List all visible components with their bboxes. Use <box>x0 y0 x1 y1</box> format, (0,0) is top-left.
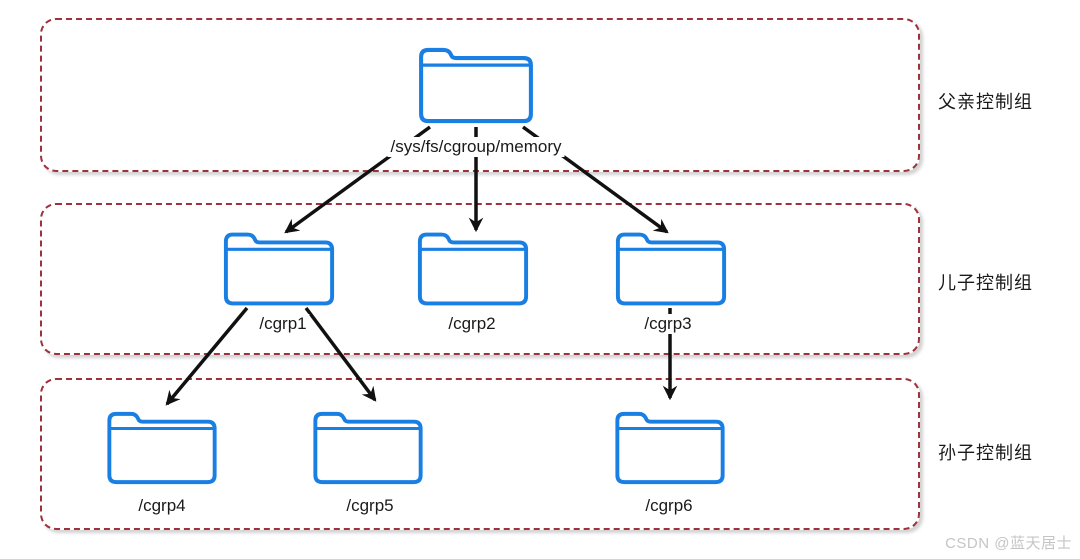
folder-root-label: /sys/fs/cgroup/memory <box>387 137 565 157</box>
folder-cgrp4 <box>102 409 222 487</box>
folder-cgrp3-label: /cgrp3 <box>641 314 695 334</box>
group-box-children <box>40 203 920 355</box>
folder-cgrp3 <box>612 229 730 309</box>
group-label-children: 儿子控制组 <box>938 273 1033 293</box>
folder-cgrp4-label: /cgrp4 <box>135 496 189 516</box>
folder-icon <box>417 232 529 306</box>
folder-icon <box>107 411 217 485</box>
folder-cgrp5-label: /cgrp5 <box>343 496 397 516</box>
group-label-grandchildren: 孙子控制组 <box>938 443 1033 463</box>
watermark: CSDN @蓝天居士 <box>945 535 1072 552</box>
folder-icon <box>223 232 335 306</box>
group-box-parent <box>40 18 920 172</box>
group-label-parent: 父亲控制组 <box>938 92 1033 112</box>
folder-icon <box>313 411 423 485</box>
folder-cgrp6 <box>611 409 729 487</box>
folder-cgrp2-label: /cgrp2 <box>445 314 499 334</box>
folder-cgrp1-label: /cgrp1 <box>256 314 310 334</box>
folder-cgrp1 <box>220 229 338 309</box>
folder-cgrp2 <box>414 229 532 309</box>
folder-root <box>415 44 537 127</box>
folder-cgrp5 <box>308 409 428 487</box>
folder-icon <box>419 47 533 124</box>
folder-icon <box>615 232 727 306</box>
folder-icon <box>615 411 725 485</box>
folder-cgrp6-label: /cgrp6 <box>642 496 696 516</box>
group-box-grandchildren <box>40 378 920 530</box>
